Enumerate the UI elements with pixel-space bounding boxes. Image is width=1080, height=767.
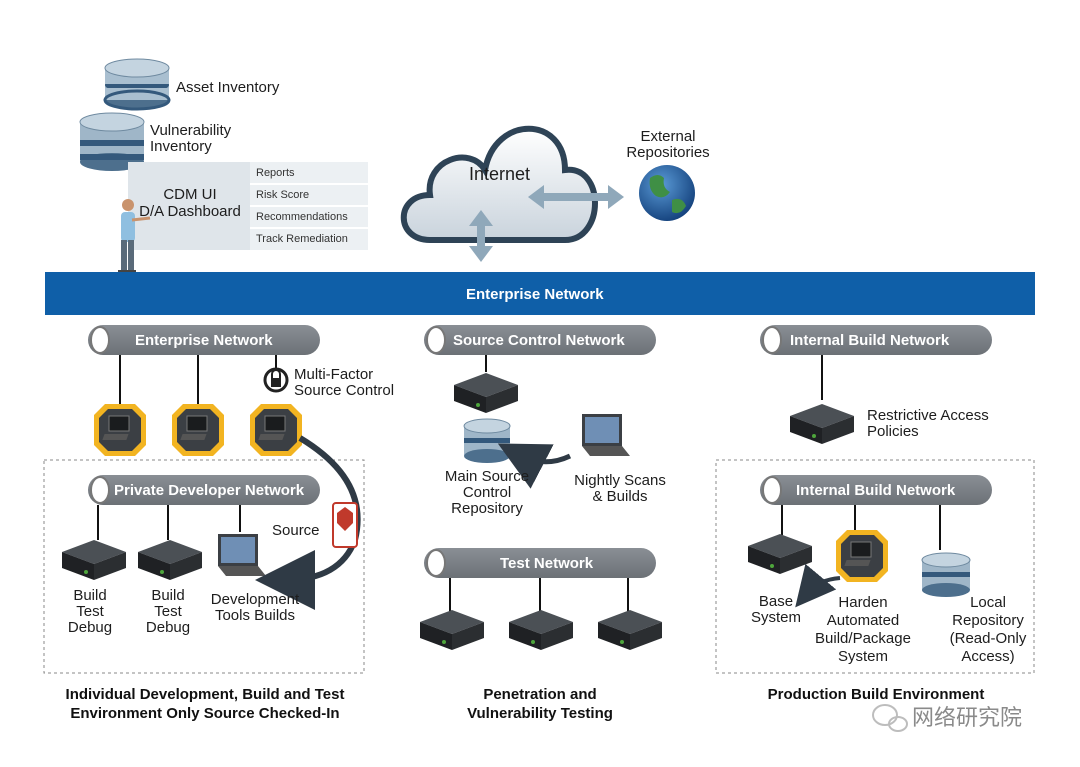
cdm-dashboard-panel	[128, 162, 368, 250]
build2-line-1: Build	[151, 587, 185, 604]
inner-build-pill-label: Internal Build Network	[796, 482, 956, 499]
right-environment-box	[715, 459, 1035, 674]
enterprise-backbone-bar	[45, 272, 1035, 315]
harden-line-2: Automated	[826, 612, 900, 629]
local-repo-label: Local Repository (Read-Only Access)	[940, 594, 1036, 666]
dashboard-title-line-2: D/A Dashboard	[139, 203, 241, 220]
vuln-line-1: Vulnerability	[150, 122, 232, 139]
build1-line-1: Build	[73, 587, 107, 604]
middle-caption: Penetration and Vulnerability Testing	[430, 685, 650, 723]
harden-arrow	[795, 563, 841, 608]
external-repositories-label: External Repositories	[618, 129, 718, 161]
internet-cloud-icon	[400, 125, 598, 243]
mfa-label: Multi-Factor Source Control	[294, 367, 394, 399]
harden-line-1: Harden	[838, 594, 888, 611]
ext-repo-line-1: External	[640, 128, 696, 145]
internet-label: Internet	[469, 164, 531, 184]
connector-lines	[97, 355, 941, 615]
local-line-3: (Read-Only	[949, 630, 1027, 647]
right-caption: Production Build Environment	[740, 685, 1012, 704]
vulnerability-inventory-db-icon	[79, 112, 145, 171]
nightly-scans-label: Nightly Scans & Builds	[560, 473, 680, 505]
workstation-icon	[172, 404, 224, 456]
local-line-2: Repository	[952, 612, 1024, 629]
dashboard-menu-track-remediation: Track Remediation	[256, 233, 348, 245]
restrictive-access-label: Restrictive Access Policies	[867, 408, 989, 440]
laptop-icon	[582, 414, 630, 456]
backbone-label: Enterprise Network	[466, 286, 604, 303]
left-caption-line-2: Environment Only Source Checked-In	[70, 705, 340, 722]
harden-label: Harden Automated Build/Package System	[808, 594, 918, 666]
right-pill-label: Internal Build Network	[790, 332, 950, 349]
asset-inventory-db-icon	[103, 58, 171, 111]
restrictive-line-2: Policies	[867, 423, 919, 440]
middle-caption-line-1: Penetration and	[483, 686, 597, 703]
restrictive-line-1: Restrictive Access	[867, 407, 989, 424]
source-shield-icon	[332, 502, 358, 548]
dashboard-title-line-1: CDM UI	[163, 186, 217, 203]
local-line-1: Local	[970, 594, 1006, 611]
nightly-line-1: Nightly Scans	[574, 472, 666, 489]
vulnerability-inventory-label: Vulnerability Inventory	[150, 123, 231, 155]
dev-tools-line-2: Tools Builds	[214, 607, 296, 624]
server-icons	[62, 373, 854, 650]
internet-backbone-arrow	[469, 210, 493, 262]
left-environment-box	[43, 459, 365, 674]
workstation-icon	[94, 404, 146, 456]
main-repo-label: Main Source Control Repository	[432, 469, 542, 517]
source-label: Source	[272, 522, 320, 539]
pills	[88, 325, 992, 578]
main-repo-line-2: Control	[462, 484, 512, 501]
laptop-icon	[218, 534, 266, 576]
multi-factor-lock-icon	[263, 367, 289, 393]
middle-pill-label: Source Control Network	[453, 332, 625, 349]
ext-repo-line-2: Repositories	[626, 144, 710, 161]
left-caption: Individual Development, Build and Test E…	[40, 685, 370, 723]
main-repository-db-icon	[463, 418, 511, 463]
nightly-scans-arrow	[497, 443, 572, 489]
internet-external-arrow	[528, 185, 624, 209]
local-line-4: Access)	[961, 648, 1015, 665]
workstation-icon	[250, 404, 302, 456]
build2-line-3: Debug	[145, 619, 191, 636]
base-line-2: System	[750, 609, 801, 626]
dashboard-menu-recommendations: Recommendations	[256, 211, 348, 223]
build-label-1: Build Test Debug	[60, 588, 120, 636]
build-label-2: Build Test Debug	[138, 588, 198, 636]
dashboard-menu-reports: Reports	[256, 167, 295, 179]
wechat-watermark-icon	[872, 704, 908, 732]
mfa-line-2: Source Control	[294, 382, 395, 399]
local-repository-db-icon	[921, 552, 971, 597]
vuln-line-2: Inventory	[150, 138, 212, 155]
main-repo-line-1: Main Source	[444, 468, 530, 485]
left-pill-label: Enterprise Network	[135, 332, 273, 349]
base-system-label: Base System	[740, 594, 812, 626]
dev-tools-line-1: Development	[210, 591, 300, 608]
nightly-line-2: & Builds	[592, 488, 648, 505]
harden-line-4: System	[837, 648, 888, 665]
globe-icon	[639, 165, 695, 221]
harden-line-3: Build/Package	[815, 630, 911, 647]
test-pill-label: Test Network	[500, 555, 594, 572]
build1-line-3: Debug	[67, 619, 113, 636]
private-pill-label: Private Developer Network	[114, 482, 305, 499]
build1-line-2: Test	[76, 603, 104, 620]
right-caption-line-1: Production Build Environment	[767, 686, 985, 703]
build2-line-2: Test	[154, 603, 182, 620]
watermark-text: 网络研究院	[912, 705, 1023, 730]
harden-workstation-icon	[836, 530, 888, 582]
middle-caption-line-2: Vulnerability Testing	[467, 705, 613, 722]
base-line-1: Base	[758, 593, 794, 610]
mfa-line-1: Multi-Factor	[294, 366, 374, 383]
dashboard-menu-risk-score: Risk Score	[256, 189, 310, 201]
dashboard-title: CDM UI D/A Dashboard	[134, 186, 246, 220]
asset-inventory-label: Asset Inventory	[176, 79, 280, 96]
left-caption-line-1: Individual Development, Build and Test	[65, 686, 345, 703]
main-repo-line-3: Repository	[451, 500, 523, 517]
dev-tools-label: Development Tools Builds	[200, 592, 310, 624]
